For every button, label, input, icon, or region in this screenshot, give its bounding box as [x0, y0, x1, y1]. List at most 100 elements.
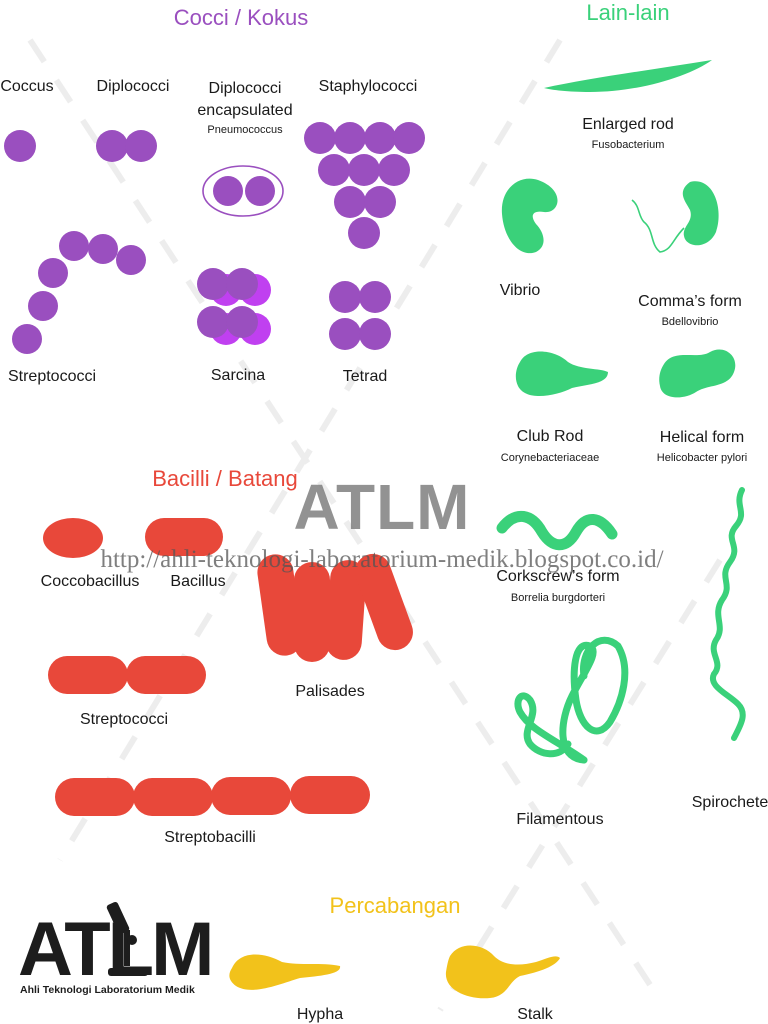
- label-corynebacteriaceae: Corynebacteriaceae: [500, 452, 600, 464]
- streptococci-bacillus-cell: [126, 656, 206, 694]
- filamentous-cell-tail: [514, 692, 588, 764]
- microscope-tube: [106, 901, 130, 935]
- label-club-rod: Club Rod: [516, 428, 584, 445]
- comma-form-flagellum: [631, 199, 685, 253]
- staphylococci-cell: [348, 217, 380, 249]
- palisade-rod: [257, 554, 303, 656]
- label-streptobacilli: Streptobacilli: [164, 829, 256, 846]
- section-heading-other: Lain-lain: [586, 0, 670, 25]
- vibrio-cell: [501, 178, 558, 254]
- staphylococci-cell: [334, 122, 366, 154]
- streptobacilli-cell: [290, 776, 370, 814]
- label-diplococci-encapsulated: Diplococci encapsulated: [197, 80, 293, 119]
- tetrad-cell: [329, 281, 361, 313]
- label-helicobacter-pylori: Helicobacter pylori: [656, 452, 748, 464]
- staphylococci-cell: [364, 186, 396, 218]
- diplococci-cell: [96, 130, 128, 162]
- helical-form-cell: [659, 349, 736, 398]
- streptococci-cell: [116, 245, 146, 275]
- label-filamentous: Filamentous: [516, 811, 604, 828]
- microscope-knob: [127, 935, 137, 945]
- section-heading-cocci: Cocci / Kokus: [173, 5, 309, 30]
- sarcina-cube: [197, 268, 271, 345]
- streptococci-cell: [88, 234, 118, 264]
- label-sarcina: Sarcina: [210, 367, 266, 384]
- label-bdellovibrio: Bdellovibrio: [661, 316, 719, 328]
- branching-group: [229, 945, 560, 999]
- club-rod-cell: [515, 351, 608, 397]
- label-borrelia-burgdorferi: Borrelia burgdorteri: [510, 592, 606, 604]
- palisade-rod: [294, 562, 330, 662]
- label-tetrad: Tetrad: [342, 368, 388, 385]
- hypha-cell: [229, 954, 341, 990]
- sarcina-cell: [226, 268, 258, 300]
- atlm-logo-text: ATLM: [18, 907, 214, 992]
- cocci-group: [4, 122, 425, 354]
- staphylococci-cell: [334, 186, 366, 218]
- tetrad-cell: [359, 281, 391, 313]
- sarcina-cell: [197, 306, 229, 338]
- section-heading-bacilli: Bacilli / Batang: [152, 466, 298, 491]
- staphylococci-cell: [393, 122, 425, 154]
- streptococci-cell: [28, 291, 58, 321]
- staphylococci-cell: [378, 154, 410, 186]
- microscope-base: [108, 968, 148, 976]
- palisade-rod: [325, 560, 367, 660]
- diplococci-cell: [125, 130, 157, 162]
- watermark-title: ATLM: [293, 471, 471, 543]
- label-hypha: Hypha: [296, 1006, 344, 1023]
- sarcina-cell: [197, 268, 229, 300]
- streptococci-cell: [38, 258, 68, 288]
- label-streptococci-bacilli: Streptococci: [79, 711, 169, 728]
- enlarged-rod-cell: [544, 60, 712, 92]
- label-pneumococcus: Pneumococcus: [207, 124, 283, 136]
- label-helical-form: Helical form: [659, 429, 745, 446]
- streptococci-cell: [59, 231, 89, 261]
- streptobacilli-cell: [133, 778, 213, 816]
- label-coccus: Coccus: [0, 78, 54, 95]
- encapsulated-cell: [245, 176, 275, 206]
- label-corkscrews-form: Corkscrew’s form: [496, 568, 620, 585]
- coccus-cell: [4, 130, 36, 162]
- label-palisades: Palisades: [295, 683, 365, 700]
- watermark-url: http://ahli-teknologi-laboratorium-medik…: [100, 546, 664, 573]
- atlm-logo-tagline: Ahli Teknologi Laboratorium Medik: [20, 984, 195, 996]
- label-diplococci: Diplococci: [96, 78, 170, 95]
- label-bacillus: Bacillus: [170, 573, 226, 590]
- tetrad-cell: [329, 318, 361, 350]
- streptobacilli-cell: [211, 777, 291, 815]
- label-fusobacterium: Fusobacterium: [591, 139, 665, 151]
- microscope-arm: [124, 930, 130, 966]
- label-stalk: Stalk: [517, 1006, 553, 1023]
- corkscrew-form-cell: [496, 511, 618, 551]
- staphylococci-cell: [364, 122, 396, 154]
- label-vibrio: Vibrio: [499, 282, 541, 299]
- label-enlarged-rod: Enlarged rod: [582, 116, 674, 133]
- streptococci-bacillus-cell: [48, 656, 128, 694]
- streptobacilli-cell: [55, 778, 135, 816]
- microscope-icon: [106, 901, 148, 976]
- staphylococci-cell: [318, 154, 350, 186]
- other-forms-group: [496, 60, 746, 764]
- bacillus-cell: [145, 518, 223, 556]
- filamentous-cell: [559, 636, 629, 764]
- label-streptococci-cocci: Streptococci: [7, 368, 97, 385]
- sarcina-cell: [226, 306, 258, 338]
- section-heading-branching: Percabangan: [329, 893, 461, 918]
- palisades-cells: [257, 553, 413, 662]
- label-staphylococci: Staphylococci: [318, 78, 418, 95]
- comma-form-cell: [682, 181, 719, 246]
- palisade-rod: [355, 553, 413, 651]
- spirochete-cell: [709, 487, 746, 741]
- staphylococci-cell: [348, 154, 380, 186]
- label-spirochete: Spirochete: [691, 794, 768, 811]
- bacilli-group: [43, 518, 413, 816]
- label-coccobacillus: Coccobacillus: [40, 573, 140, 590]
- background-watermark-stripes: [27, 38, 723, 1012]
- streptococci-cell: [12, 324, 42, 354]
- label-commas-form: Comma’s form: [638, 293, 742, 310]
- tetrad-cell: [359, 318, 391, 350]
- encapsulated-cell: [213, 176, 243, 206]
